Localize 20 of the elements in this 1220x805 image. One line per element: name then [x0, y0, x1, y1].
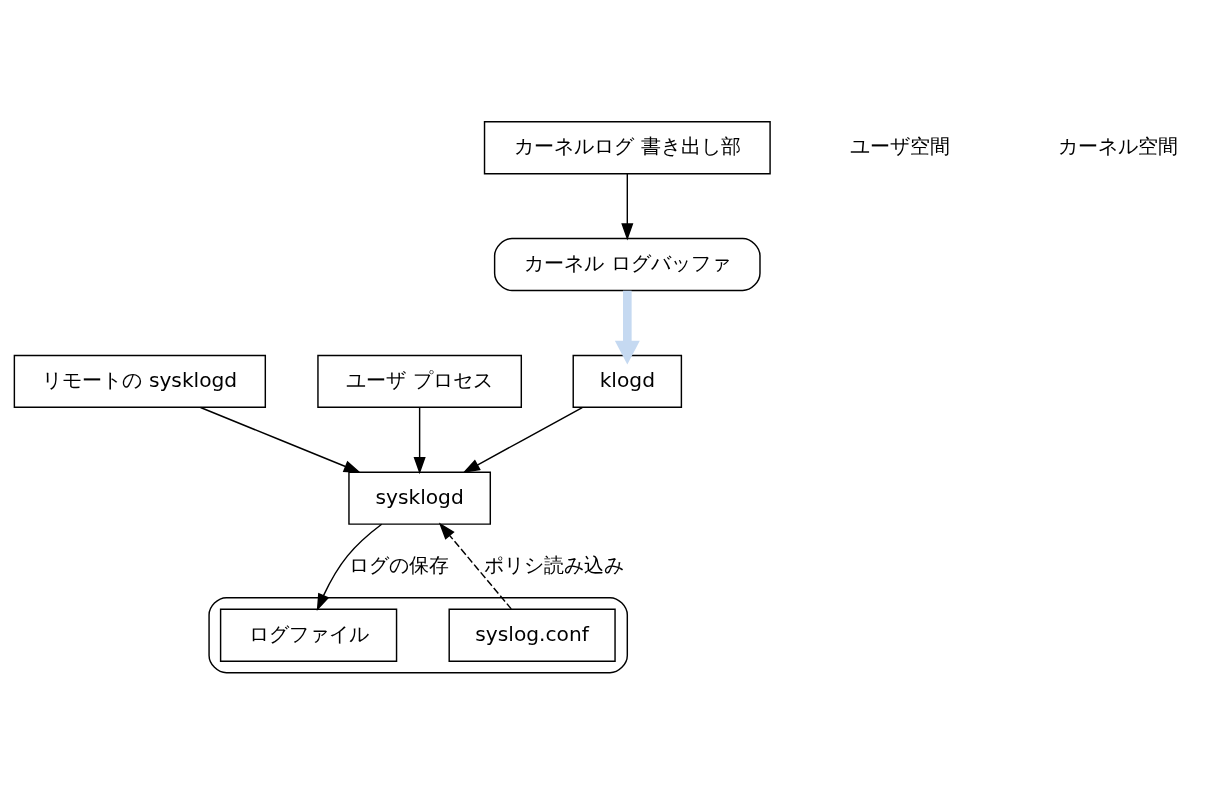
arrow: [438, 522, 512, 610]
node-box: syslog.conf: [448, 608, 616, 662]
edge-label: ログの保存: [349, 552, 450, 577]
node-box: カーネル ログバッファ: [493, 237, 761, 291]
arrow: [413, 406, 426, 474]
edge-label: ポリシ読み込み: [483, 552, 624, 577]
node-box: ユーザ プロセス: [317, 354, 522, 408]
arrow: [462, 406, 583, 473]
node-box: ログファイル: [219, 608, 398, 662]
label: ユーザ空間: [849, 133, 950, 158]
node-box: カーネルログ 書き出し部: [483, 120, 771, 174]
node-box: リモートの sysklogd: [13, 354, 267, 408]
arrow: [199, 406, 362, 473]
cluster: [208, 596, 629, 673]
node-box: klogd: [572, 354, 683, 408]
arrow: [614, 290, 640, 365]
arrow: [621, 172, 634, 241]
arrow: [316, 523, 383, 611]
label: カーネル空間: [1057, 133, 1178, 158]
node-box: sysklogd: [348, 471, 492, 525]
